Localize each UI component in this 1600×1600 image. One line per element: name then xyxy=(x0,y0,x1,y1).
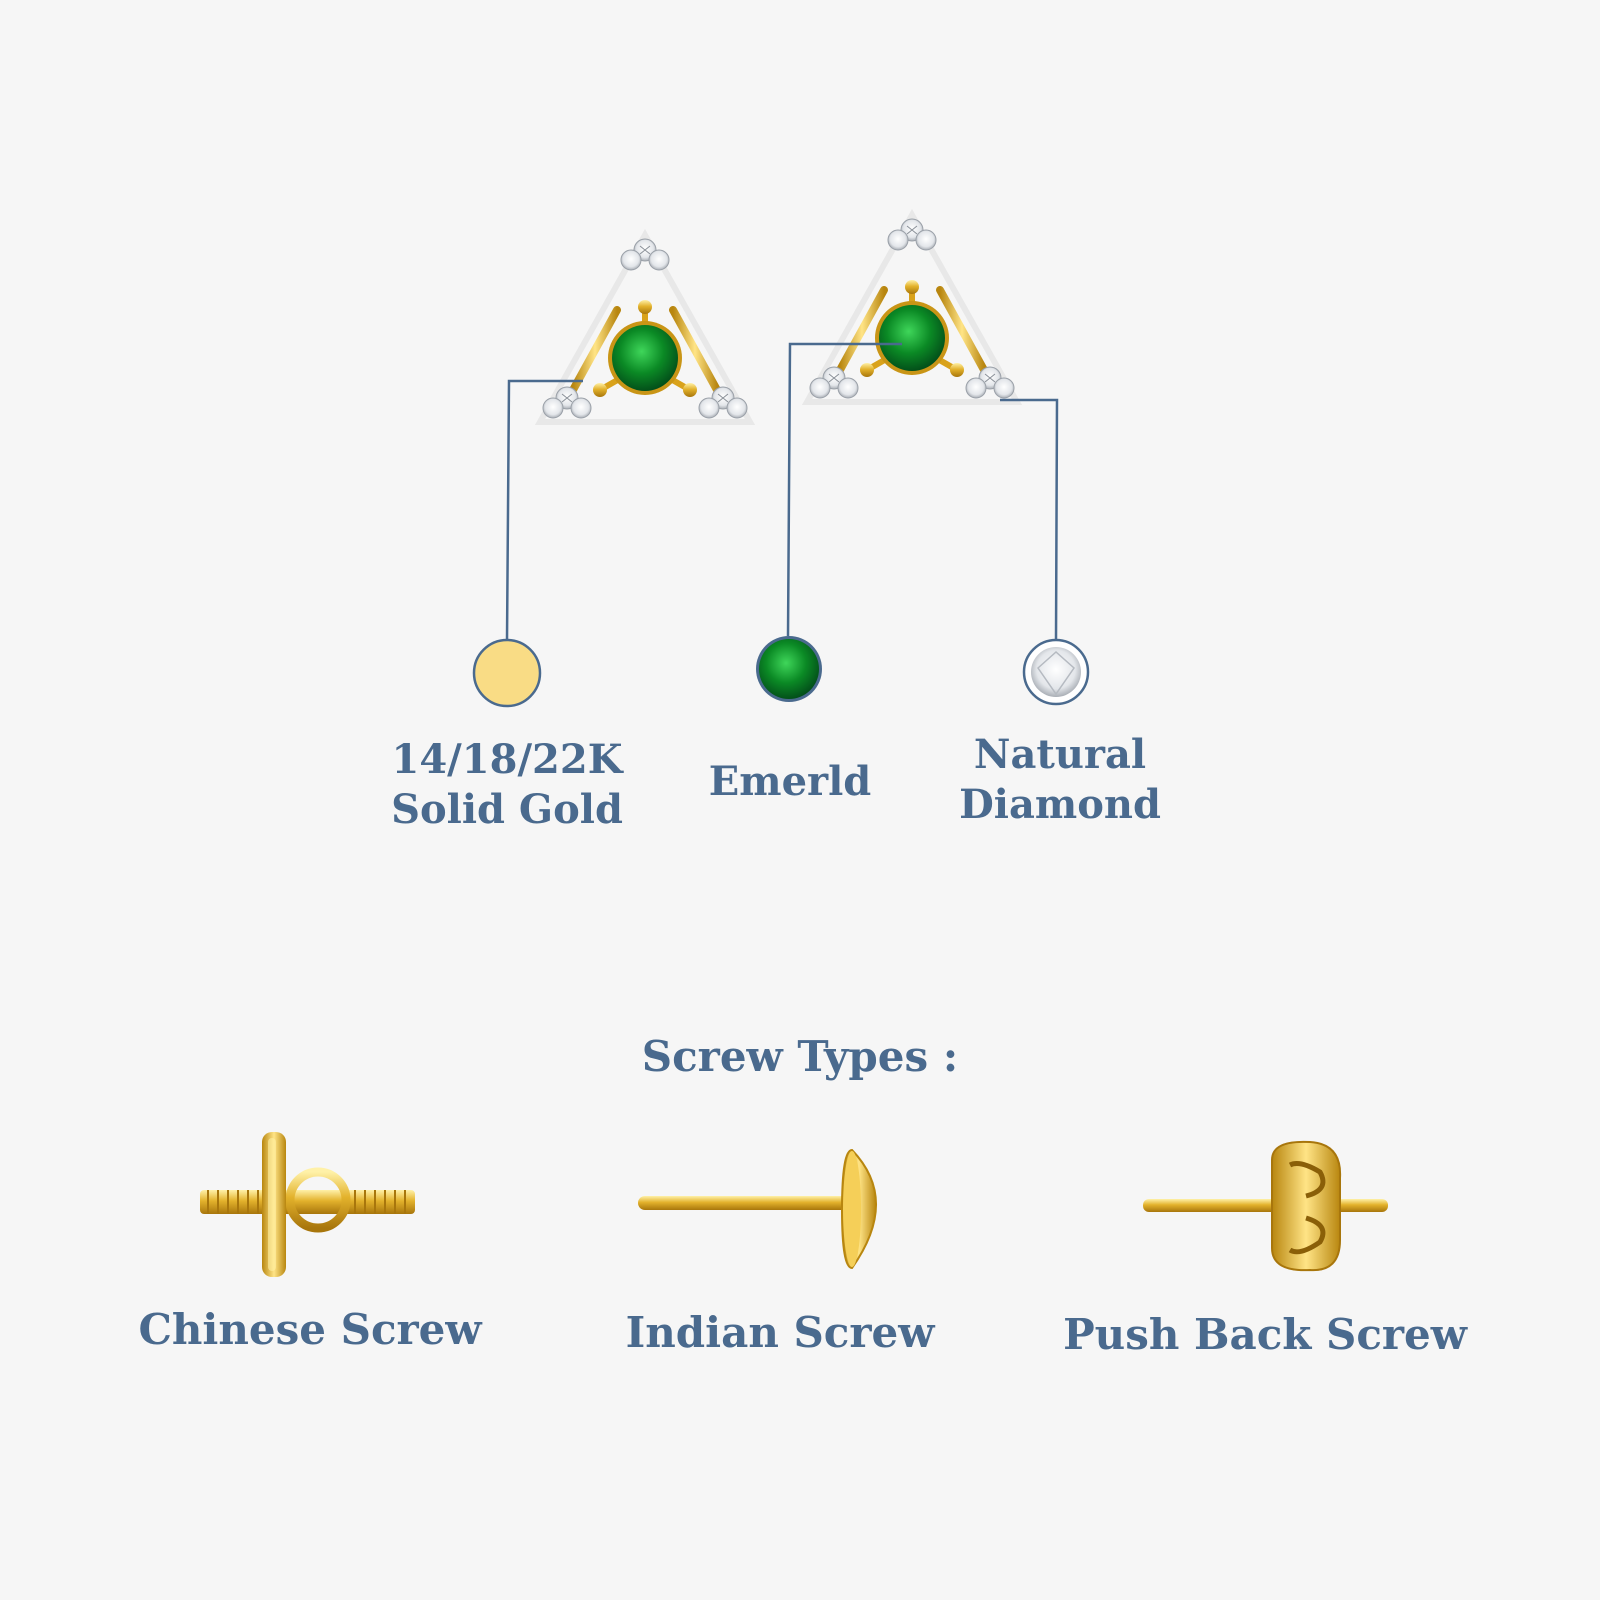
earring-left xyxy=(540,235,750,422)
screw-types-heading: Screw Types : xyxy=(600,1032,1000,1082)
spec-gold-line1: 14/18/22K xyxy=(391,736,623,783)
spec-label-emerald: Emerld xyxy=(680,757,900,807)
indian-screw-icon xyxy=(638,1148,877,1270)
spec-emerald-line1: Emerld xyxy=(708,758,872,805)
spec-diamond-line2: Diamond xyxy=(959,781,1161,828)
screw-label-chinese-text: Chinese Screw xyxy=(138,1305,482,1354)
leader-line-emerald xyxy=(786,342,902,637)
screw-label-push-back-text: Push Back Screw xyxy=(1063,1310,1467,1359)
spec-label-diamond: Natural Diamond xyxy=(930,730,1190,830)
leader-line-diamond xyxy=(1000,398,1059,641)
push-back-screw-icon xyxy=(1143,1140,1388,1272)
screw-label-chinese: Chinese Screw xyxy=(130,1305,490,1355)
chinese-screw-icon xyxy=(200,1132,415,1277)
emerald-swatch xyxy=(756,636,822,702)
screw-label-indian-text: Indian Screw xyxy=(625,1308,935,1357)
screw-label-push-back: Push Back Screw xyxy=(1050,1310,1480,1360)
spec-label-gold: 14/18/22K Solid Gold xyxy=(377,735,637,835)
earring-right xyxy=(807,215,1017,402)
gold-swatch xyxy=(472,638,542,708)
leader-line-gold xyxy=(505,379,583,641)
diamond-swatch xyxy=(1022,638,1090,706)
screw-types-heading-text: Screw Types : xyxy=(641,1032,959,1081)
screw-label-indian: Indian Screw xyxy=(600,1308,960,1358)
spec-diamond-line1: Natural xyxy=(973,731,1147,778)
spec-gold-line2: Solid Gold xyxy=(391,786,623,833)
